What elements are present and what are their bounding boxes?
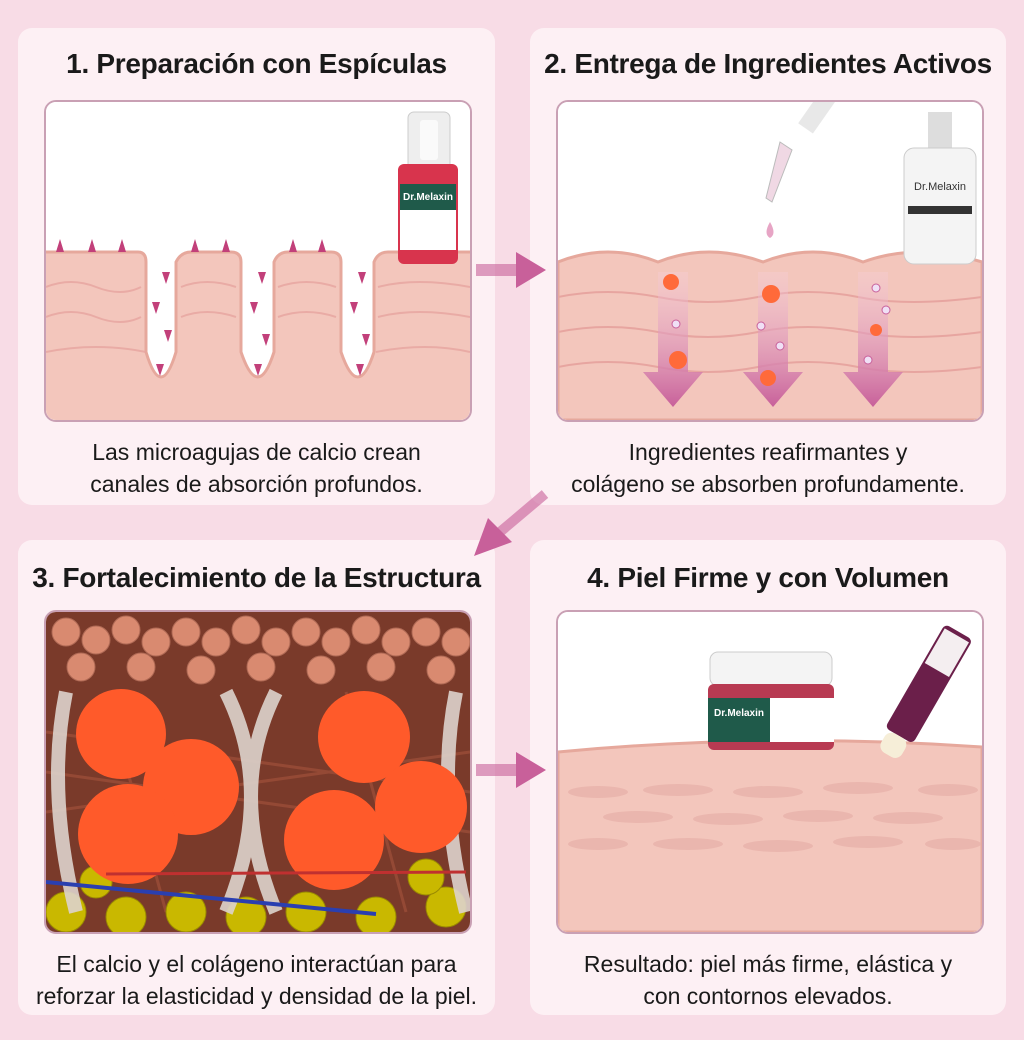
caption-line: Ingredientes reafirmantes y xyxy=(628,439,908,465)
arrow-right-icon xyxy=(476,252,546,288)
step-4-card: 4. Piel Firme y con Volumen Dr.Melaxin xyxy=(530,540,1006,1015)
svg-text:Dr.Melaxin: Dr.Melaxin xyxy=(714,708,764,719)
step-2-title: 2. Entrega de Ingredientes Activos xyxy=(544,48,992,79)
caption-line: canales de absorción profundos. xyxy=(90,471,423,497)
caption-line: con contornos elevados. xyxy=(643,983,893,1009)
step-3-card: 3. Fortalecimiento de la Estructura xyxy=(18,540,495,1015)
cream-jar-icon: Dr.Melaxin xyxy=(708,651,834,750)
step-2-illustration: Dr.Melaxin xyxy=(556,100,984,422)
step-1-caption: Las microagujas de calcio crean canales … xyxy=(18,436,495,500)
step-2-caption: Ingredientes reafirmantes y colágeno se … xyxy=(530,436,1006,500)
svg-text:Dr.Melaxin: Dr.Melaxin xyxy=(914,181,966,193)
svg-text:Dr.Melaxin: Dr.Melaxin xyxy=(403,192,453,203)
step-1-title: 1. Preparación con Espículas xyxy=(66,48,447,79)
serum-bottle-icon: Dr.Melaxin xyxy=(398,111,458,264)
step-4-caption: Resultado: piel más firme, elástica y co… xyxy=(530,948,1006,1012)
caption-line: colágeno se absorben profundamente. xyxy=(571,471,965,497)
step-1-illustration: Dr.Melaxin xyxy=(44,100,472,422)
step-3-caption: El calcio y el colágeno interactúan para… xyxy=(18,948,495,1012)
step-4-title: 4. Piel Firme y con Volumen xyxy=(587,562,949,593)
caption-line: Las microagujas de calcio crean xyxy=(92,439,421,465)
step-3-illustration xyxy=(44,610,472,934)
serum-bottle-icon: Dr.Melaxin xyxy=(903,112,977,265)
caption-line: El calcio y el colágeno interactúan para xyxy=(56,951,457,977)
caption-line: Resultado: piel más firme, elástica y xyxy=(583,951,953,977)
dropper-icon xyxy=(765,102,836,238)
arrow-diagonal-icon xyxy=(474,490,549,556)
stick-balm-icon xyxy=(880,625,971,758)
caption-line: reforzar la elasticidad y densidad de la… xyxy=(35,983,478,1009)
step-4-illustration: Dr.Melaxin xyxy=(556,610,984,934)
step-1-card: 1. Preparación con Espículas xyxy=(18,28,495,505)
arrow-right-icon xyxy=(476,752,546,788)
step-3-title: 3. Fortalecimiento de la Estructura xyxy=(32,562,481,593)
step-2-card: 2. Entrega de Ingredientes Activos xyxy=(530,28,1006,505)
